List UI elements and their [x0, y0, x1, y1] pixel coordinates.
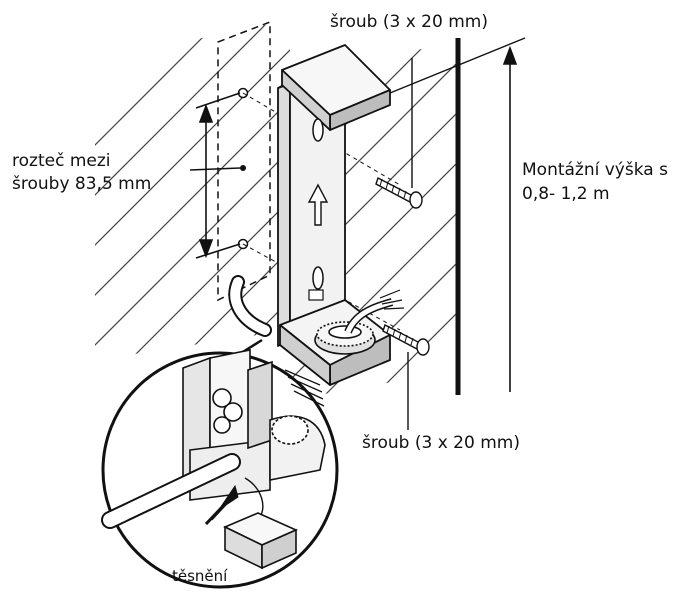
screw-bottom	[382, 324, 430, 356]
bracket-slot-top	[312, 118, 324, 142]
label-height-line1: Montážní výška s	[522, 160, 668, 180]
height-line-diagonal	[389, 37, 526, 94]
label-spacing-line2: šrouby 83,5 mm	[12, 174, 152, 194]
wall-hole-mid	[240, 165, 246, 171]
label-height-line2: 0,8- 1,2 m	[522, 184, 610, 204]
bracket-slot-bottom	[312, 266, 324, 290]
label-screw-bottom: šroub (3 x 20 mm)	[362, 433, 520, 453]
detail-callout	[101, 338, 339, 589]
label-spacing-line1: rozteč mezi	[12, 151, 111, 171]
height-dimension-arrow	[502, 45, 518, 392]
up-arrow-icon	[307, 183, 329, 226]
cable-gland	[314, 321, 376, 355]
spacing-dimension	[189, 92, 241, 259]
label-screw-top: šroub (3 x 20 mm)	[330, 12, 488, 32]
seal-block	[223, 512, 298, 570]
label-seal: těsnění	[172, 567, 228, 585]
screw-top	[375, 177, 423, 209]
dashed-template-outline	[217, 20, 271, 302]
